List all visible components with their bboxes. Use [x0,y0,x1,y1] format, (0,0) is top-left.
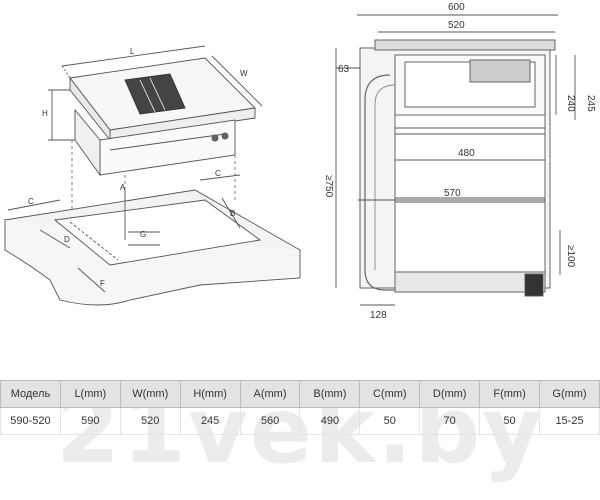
cell-d: 70 [419,407,481,435]
hood-isometric [69,57,256,177]
label-A: A [120,183,126,192]
cell-b: 490 [299,407,361,435]
label-D: D [64,235,70,244]
dim-depth-128: 128 [370,310,387,321]
dim-height-245: 245 [585,95,596,112]
cell-model: 590-520 [0,407,61,435]
label-B: B [230,209,235,218]
countertop-isometric [3,189,302,306]
cell-a: 560 [239,407,301,435]
dim-shelf-480: 480 [458,148,475,159]
header-c: C(mm) [359,380,421,408]
dim-gap-100: ≥100 [565,245,576,268]
dim-height-240: 240 [565,95,576,112]
cell-l: 590 [59,407,121,435]
header-d: D(mm) [419,380,481,408]
dim-height-750: ≥750 [323,175,334,198]
installation-diagram: L W H A B C C D F G [3,2,596,321]
header-w: W(mm) [119,380,181,408]
header-model: Модель [0,380,61,408]
table-row: 590-520 590 520 245 560 490 50 70 50 15-… [0,407,600,435]
header-a: A(mm) [239,380,301,408]
cell-w: 520 [119,407,181,435]
header-h: H(mm) [179,380,241,408]
header-l: L(mm) [59,380,121,408]
label-H: H [42,109,48,118]
spec-header-row: Модель L(mm) W(mm) H(mm) A(mm) B(mm) C(m… [0,380,600,408]
cell-h: 245 [179,407,241,435]
label-C-left: C [28,197,34,206]
cell-c: 50 [359,407,421,435]
dim-shelf-570: 570 [444,188,461,199]
header-g: G(mm) [539,380,600,408]
label-W: W [240,69,248,78]
cell-g: 15-25 [539,407,600,435]
dim-width-total: 600 [448,2,465,13]
dim-width-top: 520 [448,20,465,31]
cell-f: 50 [479,407,541,435]
spec-table: Модель L(mm) W(mm) H(mm) A(mm) B(mm) C(m… [0,380,600,435]
section-view [335,14,576,306]
header-b: B(mm) [299,380,361,408]
dim-offset-63: 63 [338,64,350,75]
label-C-right: C [215,169,221,178]
header-f: F(mm) [479,380,541,408]
label-G: G [140,230,146,239]
label-F: F [100,279,105,288]
label-L: L [130,47,135,56]
